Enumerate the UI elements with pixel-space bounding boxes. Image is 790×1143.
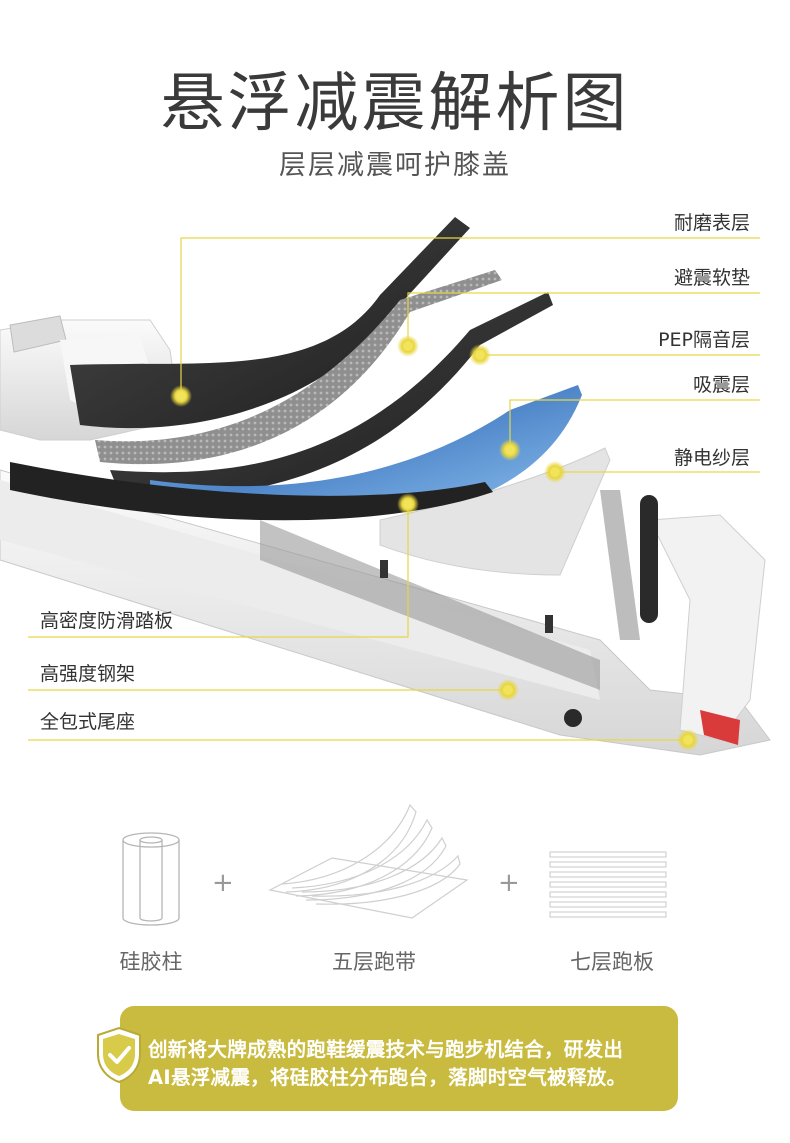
callout-dots bbox=[170, 335, 699, 751]
banner-text-line2: AI悬浮减震，将硅胶柱分布跑台，落脚时空气被释放。 bbox=[148, 1066, 627, 1089]
treadmill-base bbox=[0, 315, 771, 756]
label-static-gauze: 静电纱层 bbox=[673, 447, 750, 469]
five-layer-belt-icon bbox=[268, 803, 469, 919]
page-subtitle: 层层减震呵护膝盖 bbox=[279, 150, 511, 181]
seven-layer-board-icon bbox=[549, 851, 667, 918]
component-label-board: 七层跑板 bbox=[570, 950, 654, 974]
label-wear-surface: 耐磨表层 bbox=[673, 212, 750, 234]
label-absorb: 吸震层 bbox=[692, 374, 750, 396]
treadmill-exploded-illustration bbox=[0, 217, 771, 756]
layer-shock-pad bbox=[95, 270, 502, 465]
info-banner bbox=[120, 1006, 678, 1111]
callout-lines bbox=[28, 237, 760, 741]
silicone-column-icon bbox=[122, 832, 180, 926]
layer-wear-surface bbox=[70, 217, 470, 429]
label-steel-frame: 高强度钢架 bbox=[40, 663, 136, 685]
page-title: 悬浮减震解析图 bbox=[160, 67, 630, 141]
component-label-belt: 五层跑带 bbox=[332, 950, 416, 974]
component-label-silicone: 硅胶柱 bbox=[119, 950, 183, 974]
label-tail-seat: 全包式尾座 bbox=[40, 711, 136, 733]
label-anti-slip-deck: 高密度防滑踏板 bbox=[40, 610, 174, 632]
label-pep-sound: PEP隔音层 bbox=[658, 329, 750, 351]
plus-sign-1: + bbox=[212, 868, 234, 898]
shield-check-icon bbox=[97, 1026, 141, 1084]
layer-anti-slip-deck bbox=[10, 462, 493, 521]
plus-sign-2: + bbox=[498, 868, 520, 898]
banner-text-line1: 创新将大牌成熟的跑鞋缓震技术与跑步机结合，研发出 bbox=[148, 1038, 624, 1061]
layer-absorb bbox=[150, 385, 582, 516]
label-shock-pad: 避震软垫 bbox=[673, 267, 750, 289]
layer-pep-sound bbox=[110, 292, 553, 497]
